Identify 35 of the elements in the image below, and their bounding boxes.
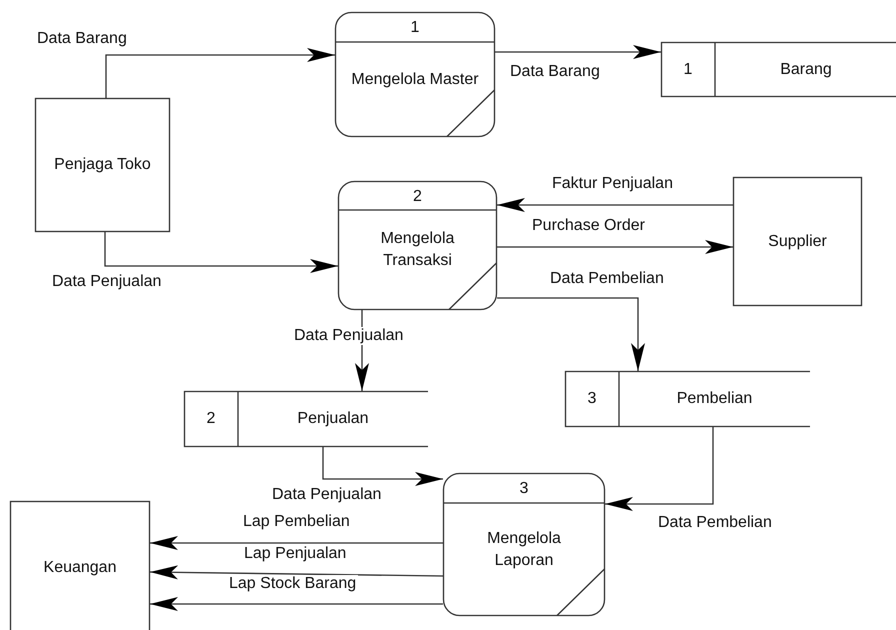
flow-arrow (497, 198, 733, 212)
flow-arrow (150, 597, 443, 611)
process-name: Mengelola Master (351, 70, 479, 90)
edge-label: Faktur Penjualan (550, 175, 675, 193)
edge-label: Lap Penjualan (242, 545, 348, 563)
edge-label: Lap Stock Barang (227, 575, 358, 593)
edge-label: Data Barang (35, 30, 129, 48)
store-name: Penjualan (297, 409, 369, 429)
entity-name: Penjaga Toko (54, 155, 151, 175)
edge-label: Data Penjualan (292, 327, 406, 345)
process-number: 1 (410, 18, 420, 38)
edge-label: Data Penjualan (270, 486, 384, 504)
entity-name: Keuangan (44, 558, 116, 578)
flow-arrow (105, 48, 335, 98)
store-name: Barang (780, 60, 832, 80)
edge-label: Lap Pembelian (241, 513, 352, 531)
flow-arrow (497, 297, 645, 371)
process-number: 3 (520, 479, 528, 499)
edge-label: Data Barang (508, 63, 602, 81)
store-number: 1 (684, 60, 692, 80)
process-name: Mengelola Laporan (486, 528, 562, 570)
flow-arrow (150, 536, 443, 550)
flow-arrow (605, 427, 714, 511)
process-name: Mengelola Transaksi (380, 229, 456, 271)
process-number: 2 (413, 186, 422, 206)
flow-arrow (322, 447, 443, 486)
flow-arrow (497, 240, 733, 254)
flow-arrow (150, 565, 443, 580)
store-name: Pembelian (676, 389, 752, 409)
flow-arrow (495, 45, 661, 59)
edge-label: Data Penjualan (50, 273, 164, 291)
store-number: 3 (588, 389, 596, 409)
store-number: 2 (206, 409, 216, 429)
flow-arrow (104, 232, 338, 273)
entity-name: Supplier (768, 232, 827, 252)
